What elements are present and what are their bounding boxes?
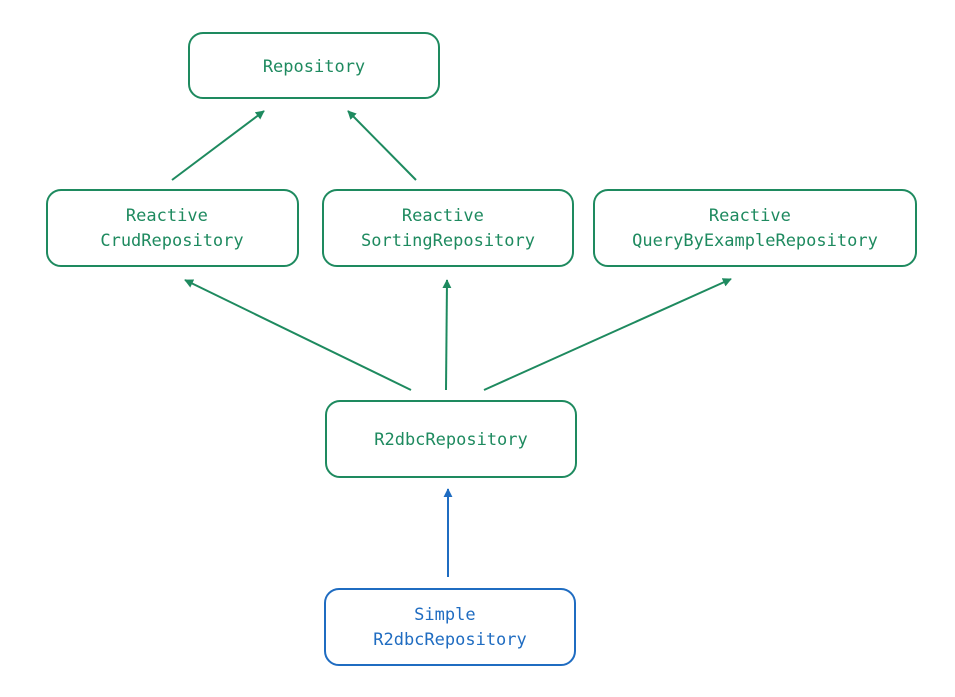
edge-r2dbc-to-qbe bbox=[483, 278, 732, 391]
node-box bbox=[325, 400, 577, 478]
node-label: Reactive QueryByExampleRepository bbox=[632, 206, 878, 251]
node-label: Reactive CrudRepository bbox=[100, 206, 243, 251]
node-simple-r2dbc-repository: Simple R2dbcRepository bbox=[324, 588, 576, 666]
node-label: Simple R2dbcRepository bbox=[373, 605, 527, 650]
node-box bbox=[188, 32, 440, 99]
edge-sorting-to-repository bbox=[347, 110, 417, 181]
node-box bbox=[324, 588, 576, 666]
node-box bbox=[322, 189, 574, 267]
node-reactive-query-by-example-repository: Reactive QueryByExampleRepository bbox=[593, 189, 917, 267]
node-label: R2dbcRepository bbox=[374, 430, 528, 450]
node-label: Repository bbox=[263, 57, 365, 77]
edge-r2dbc-to-sorting bbox=[442, 279, 452, 391]
node-box bbox=[46, 189, 299, 267]
node-repository: Repository bbox=[188, 32, 440, 99]
edges bbox=[171, 110, 732, 577]
node-label: Reactive SortingRepository bbox=[361, 206, 535, 251]
node-r2dbc-repository: R2dbcRepository bbox=[325, 400, 577, 478]
node-box bbox=[593, 189, 917, 267]
node-reactive-sorting-repository: Reactive SortingRepository bbox=[322, 189, 574, 267]
edge-r2dbc-to-crud bbox=[184, 279, 412, 391]
node-reactive-crud-repository: Reactive CrudRepository bbox=[46, 189, 299, 267]
edge-crud-to-repository bbox=[171, 110, 265, 181]
